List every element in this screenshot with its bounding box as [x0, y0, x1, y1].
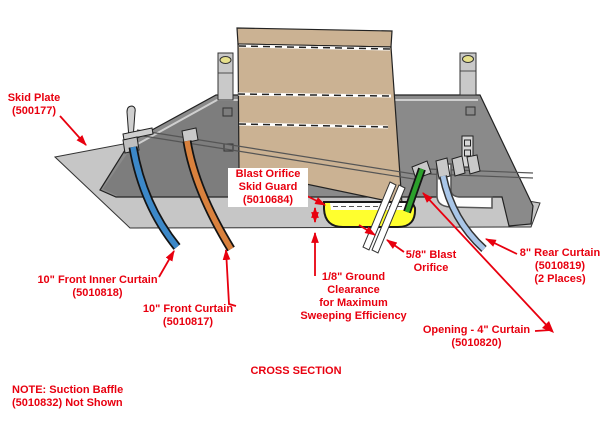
front-bracket-vane [126, 105, 136, 140]
front-bracket-foot [122, 127, 154, 141]
skid-plate-leader [59, 115, 87, 146]
blast-orifice-leader-left [358, 224, 376, 236]
label-blast-orifice-skid-guard: Blast Orifice Skid Guard (5010684) [228, 168, 308, 207]
note-suction-baffle: NOTE: Suction Baffle (5010832) Not Shown [12, 384, 124, 409]
front-curtain-clamp [181, 127, 199, 144]
rear-bracket-hole [464, 139, 471, 147]
right-post [459, 52, 477, 96]
label-rear-curtain: 8" Rear Curtain (5010819) (2 Places) [519, 247, 601, 285]
rear-clamp [435, 157, 451, 180]
deck-hole [222, 107, 233, 117]
label-front-curtain: 10" Front Curtain (5010817) [142, 303, 234, 328]
rear-bracket-hole [464, 149, 471, 157]
rear-clamp [466, 154, 481, 175]
opening-leader-elbow-arrow [542, 321, 554, 333]
label-opening-curtain: Opening - 4" Curtain (5010820) [422, 324, 531, 349]
label-ground-clearance: 1/8" Ground Clearance for Maximum Sweepi… [300, 271, 407, 322]
panel-seam-stitch [238, 45, 391, 50]
rear-clamp [451, 155, 466, 177]
deck-hole [465, 106, 476, 116]
rear-bracket-plate [461, 135, 474, 168]
label-skid-plate: Skid Plate (500177) [7, 92, 61, 117]
panel-seam-stitch [237, 93, 392, 97]
label-front-inner-curtain: 10" Front Inner Curtain (5010818) [37, 274, 158, 299]
blast-orifice-tube [371, 184, 406, 254]
front-inner-curtain [128, 146, 181, 250]
rear-curtain-leader [485, 238, 518, 255]
front-curtain [182, 140, 235, 252]
opening-curtain [403, 167, 426, 214]
front-curtain-leader [222, 248, 237, 307]
left-post [217, 52, 234, 101]
label-blast-orifice: 5/8" Blast Orifice [405, 249, 457, 274]
panel-seam-stitch [238, 123, 389, 128]
front-inner-curtain-leader [158, 250, 175, 278]
right-post-cap [462, 55, 474, 63]
blast-orifice-leader-right [386, 239, 405, 253]
caption-cross-section: CROSS SECTION [250, 365, 342, 377]
rear-curtain [439, 175, 487, 252]
left-post-cap [219, 56, 232, 64]
